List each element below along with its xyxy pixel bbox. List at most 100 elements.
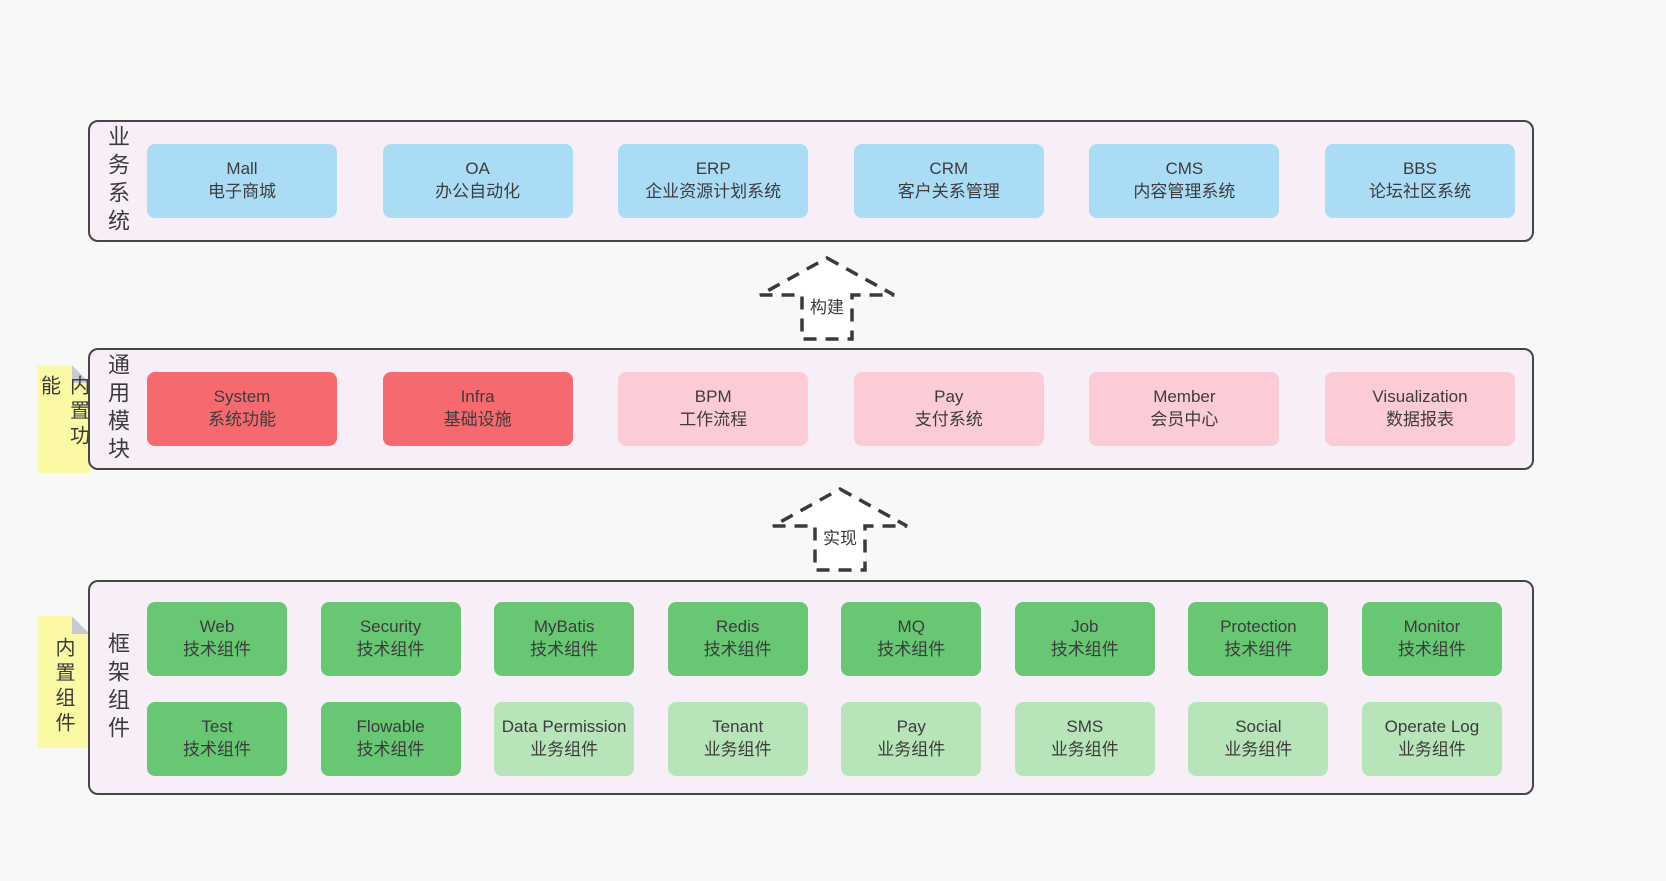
- box-desc: 技术组件: [530, 640, 599, 659]
- box-desc: 业务组件: [1224, 740, 1293, 759]
- box-name: Social: [1235, 717, 1282, 737]
- box-desc: 业务组件: [1397, 740, 1466, 759]
- box-name: Security: [359, 617, 422, 637]
- box-desc: 技术组件: [356, 640, 425, 659]
- layer-common-modules: 通用模块 System 系统功能 Infra 基础设施 BPM 工作流程 Pay…: [88, 348, 1534, 470]
- box-social-component: Social 业务组件: [1188, 702, 1329, 776]
- box-desc: 技术组件: [183, 640, 251, 659]
- box-desc: 会员中心: [1150, 410, 1219, 429]
- layer-business-systems: 业务系统 Mall 电子商城 OA 办公自动化 ERP 企业资源计划系统 CRM…: [88, 120, 1534, 242]
- implement-arrow-label: 实现: [820, 524, 860, 549]
- sticky-built-in-features: 内置功能: [37, 365, 90, 473]
- box-member: Member 会员中心: [1089, 372, 1280, 446]
- box-name: CRM: [929, 159, 969, 179]
- box-name: OA: [465, 159, 490, 179]
- box-desc: 业务组件: [1050, 740, 1119, 759]
- box-flowable-component: Flowable 技术组件: [320, 702, 461, 776]
- box-desc: 技术组件: [1397, 640, 1466, 659]
- box-name: Tenant: [712, 717, 764, 737]
- implement-arrow: 实现: [770, 486, 910, 574]
- business-systems-row: Mall 电子商城 OA 办公自动化 ERP 企业资源计划系统 CRM 客户关系…: [147, 144, 1515, 218]
- box-desc: 技术组件: [1224, 640, 1293, 659]
- box-name: Infra: [460, 387, 495, 407]
- box-name: Web: [199, 617, 235, 637]
- box-mybatis-component: MyBatis 技术组件: [494, 602, 635, 676]
- box-pay-component: Pay 业务组件: [841, 702, 982, 776]
- box-name: Pay: [934, 387, 964, 407]
- box-desc: 客户关系管理: [897, 182, 1000, 201]
- box-name: SMS: [1066, 717, 1104, 737]
- box-mq-component: MQ 技术组件: [841, 602, 982, 676]
- box-web-component: Web 技术组件: [147, 602, 287, 676]
- box-name: MQ: [897, 617, 925, 637]
- box-desc: 技术组件: [877, 640, 946, 659]
- box-name: Operate Log: [1384, 717, 1480, 737]
- box-desc: 业务组件: [530, 740, 599, 759]
- box-bbs: BBS 论坛社区系统: [1324, 144, 1515, 218]
- box-desc: 电子商城: [208, 182, 276, 201]
- box-cms: CMS 内容管理系统: [1089, 144, 1280, 218]
- box-sms-component: SMS 业务组件: [1014, 702, 1155, 776]
- build-arrow-label: 构建: [807, 293, 847, 318]
- box-name: Protection: [1220, 617, 1297, 637]
- box-crm: CRM 客户关系管理: [853, 144, 1044, 218]
- sticky-built-in-components-label: 内置组件: [52, 637, 74, 737]
- common-modules-row: System 系统功能 Infra 基础设施 BPM 工作流程 Pay 支付系统…: [147, 372, 1515, 446]
- box-name: BBS: [1402, 159, 1437, 179]
- box-desc: 技术组件: [183, 740, 251, 759]
- sticky-fold-corner: [72, 616, 90, 634]
- box-desc: 内容管理系统: [1133, 182, 1236, 201]
- box-desc: 技术组件: [356, 740, 425, 759]
- layer-common-modules-label: 通用模块: [105, 353, 130, 465]
- box-name: Mall: [226, 159, 258, 179]
- box-name: ERP: [695, 159, 731, 179]
- box-test-component: Test 技术组件: [147, 702, 287, 776]
- build-arrow: 构建: [757, 255, 897, 343]
- layer-framework-components-label: 框架组件: [105, 631, 130, 744]
- box-desc: 工作流程: [679, 410, 748, 429]
- box-name: MyBatis: [533, 617, 595, 637]
- box-protection-component: Protection 技术组件: [1188, 602, 1329, 676]
- layer-framework-components: 框架组件 Web 技术组件 Security 技术组件 MyBatis 技术组件…: [88, 580, 1534, 795]
- layer-business-systems-label: 业务系统: [105, 125, 130, 237]
- framework-components-row-1: Web 技术组件 Security 技术组件 MyBatis 技术组件 Redi…: [147, 602, 1502, 676]
- box-desc: 数据报表: [1385, 410, 1454, 429]
- box-desc: 系统功能: [208, 410, 276, 429]
- box-name: Test: [201, 717, 233, 737]
- box-desc: 业务组件: [703, 740, 772, 759]
- box-desc: 技术组件: [1050, 640, 1119, 659]
- box-job-component: Job 技术组件: [1014, 602, 1155, 676]
- box-name: Member: [1153, 387, 1216, 407]
- box-erp: ERP 企业资源计划系统: [618, 144, 809, 218]
- box-desc: 业务组件: [877, 740, 946, 759]
- sticky-built-in-components: 内置组件: [37, 616, 90, 748]
- box-desc: 支付系统: [914, 410, 983, 429]
- box-desc: 技术组件: [703, 640, 772, 659]
- box-desc: 基础设施: [443, 410, 512, 429]
- sticky-built-in-features-label: 内置功能: [37, 375, 89, 450]
- box-visualization: Visualization 数据报表: [1324, 372, 1515, 446]
- box-name: Job: [1071, 617, 1099, 637]
- box-name: BPM: [694, 387, 732, 407]
- box-pay-system: Pay 支付系统: [853, 372, 1044, 446]
- box-redis-component: Redis 技术组件: [667, 602, 808, 676]
- box-desc: 企业资源计划系统: [645, 182, 782, 201]
- sticky-fold-corner: [72, 365, 90, 383]
- box-name: System: [213, 387, 271, 407]
- box-bpm: BPM 工作流程: [618, 372, 809, 446]
- box-name: Pay: [896, 717, 926, 737]
- box-security-component: Security 技术组件: [320, 602, 461, 676]
- box-system: System 系统功能: [147, 372, 337, 446]
- box-name: Flowable: [356, 717, 425, 737]
- box-desc: 办公自动化: [435, 182, 521, 201]
- box-name: Monitor: [1403, 617, 1461, 637]
- framework-components-row-2: Test 技术组件 Flowable 技术组件 Data Permission …: [147, 702, 1502, 776]
- box-name: Data Permission: [501, 717, 627, 737]
- box-mall: Mall 电子商城: [147, 144, 337, 218]
- box-infra: Infra 基础设施: [382, 372, 573, 446]
- box-name: CMS: [1165, 159, 1204, 179]
- box-desc: 论坛社区系统: [1368, 182, 1471, 201]
- box-name: Redis: [715, 617, 760, 637]
- box-oa: OA 办公自动化: [382, 144, 573, 218]
